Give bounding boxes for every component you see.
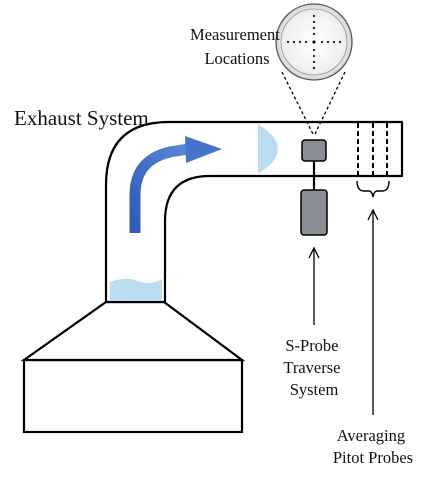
- cross-section-ring: [280, 8, 348, 76]
- measurement-point: [304, 40, 308, 44]
- averaging-pitot-probes: [356, 123, 390, 415]
- s-probe-pointer-head: [308, 246, 320, 259]
- measurement-locations: [275, 3, 353, 135]
- s-probe-head: [301, 139, 327, 162]
- measurement-point: [332, 40, 336, 44]
- measurement-point: [312, 20, 316, 24]
- s-probe-traverse: [300, 139, 328, 325]
- measurement-point: [326, 40, 330, 44]
- zoom-line-left: [281, 71, 314, 135]
- measurement-points: [286, 14, 342, 70]
- probes-brace: [356, 180, 390, 198]
- measurement-point: [286, 40, 290, 44]
- liquid-pool: [110, 278, 162, 301]
- measurement-point: [320, 40, 324, 44]
- measurement-point: [312, 54, 316, 58]
- averaging-label: Averaging Pitot Probes: [333, 426, 413, 467]
- averaging-pointer-head: [367, 208, 379, 221]
- measurement-point: [298, 40, 302, 44]
- hood-base: [22, 358, 244, 434]
- measurement-point: [292, 40, 296, 44]
- s-probe-label: S-Probe Traverse System: [283, 336, 344, 399]
- flow-arrow: [129, 136, 222, 233]
- measurement-point: [338, 40, 342, 44]
- flow-arrow-shaft: [129, 143, 189, 233]
- measurement-point: [312, 32, 316, 36]
- zoom-line-right: [314, 71, 346, 135]
- measurement-point: [312, 14, 316, 18]
- diagram-title: Exhaust System: [14, 106, 149, 130]
- flow-arrowhead: [185, 136, 222, 163]
- measurement-point: [312, 40, 316, 44]
- measurement-point: [312, 66, 316, 70]
- velocity-profile: [258, 124, 278, 174]
- exhaust-hood: [20, 300, 246, 434]
- measurement-point: [312, 26, 316, 30]
- duct-outline: [104, 120, 404, 304]
- hood-cone: [20, 300, 246, 362]
- exhaust-duct: [104, 120, 404, 304]
- s-probe-body: [300, 189, 328, 236]
- measurement-point: [312, 48, 316, 52]
- measurement-point: [312, 60, 316, 64]
- measurement-label: Measurement Locations: [190, 25, 284, 68]
